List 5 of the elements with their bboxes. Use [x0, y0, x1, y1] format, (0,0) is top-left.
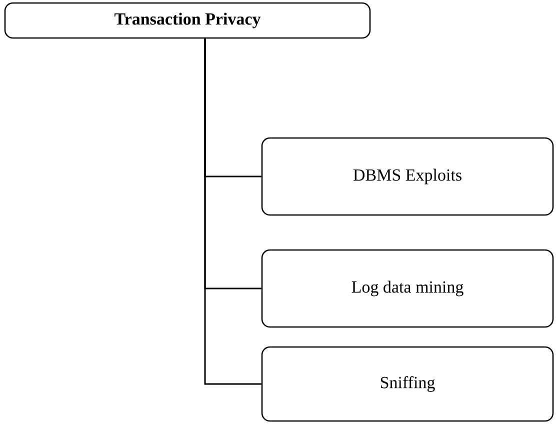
- connector-line: [204, 38, 262, 385]
- category-box: Sniffing: [261, 346, 554, 422]
- category-box: Log data mining: [261, 249, 554, 328]
- root-box: Transaction Privacy: [4, 2, 371, 39]
- category-box: DBMS Exploits: [261, 137, 554, 216]
